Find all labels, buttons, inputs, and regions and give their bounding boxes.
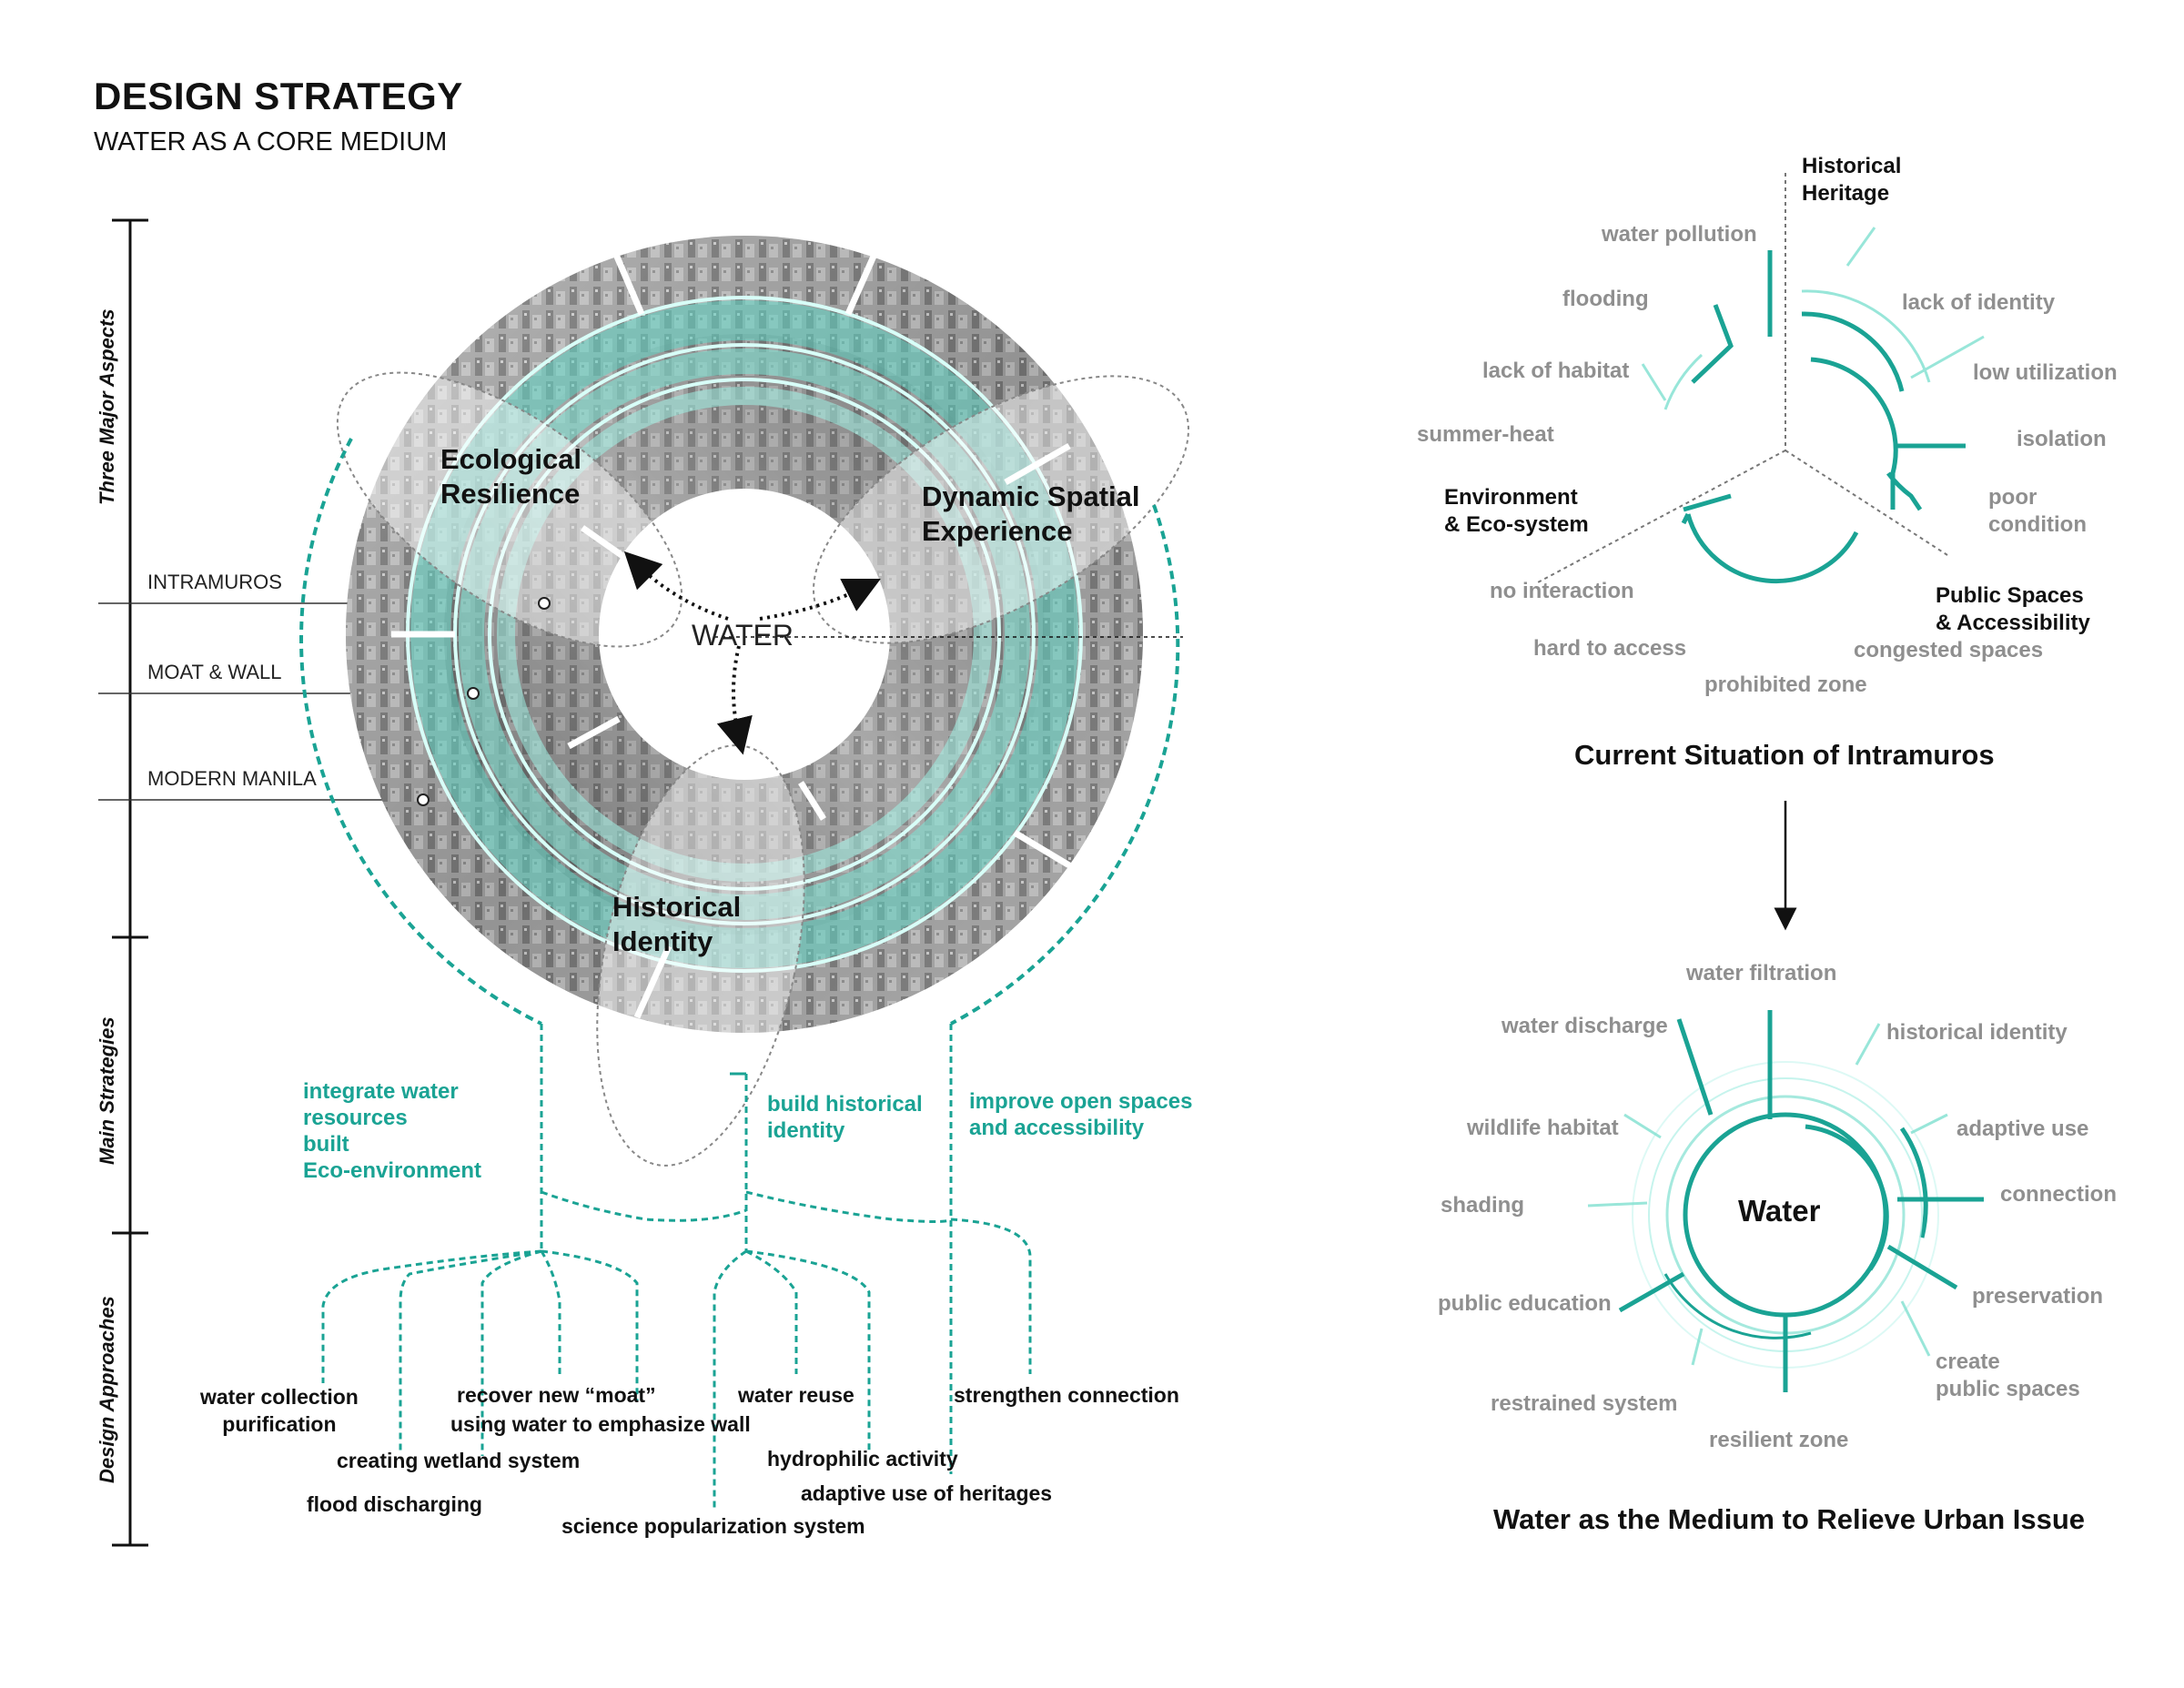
vertical-scale bbox=[112, 218, 148, 1547]
strategy-improve-open: improve open spaces and accessibility bbox=[969, 1089, 1193, 1140]
issue-lack-identity: lack of identity bbox=[1902, 290, 2056, 315]
layer-markers bbox=[417, 597, 551, 806]
medium-filtration: water filtration bbox=[1686, 961, 1837, 986]
axis-historical-heritage: Historical Heritage bbox=[1802, 154, 1902, 206]
approach-wetland: creating wetland system bbox=[337, 1449, 581, 1472]
approach-strengthen: strengthen connection bbox=[954, 1383, 1179, 1407]
page-title: DESIGN STRATEGY bbox=[94, 75, 463, 117]
aspect-historical-identity: Historical Identity bbox=[612, 891, 742, 957]
issue-water-pollution: water pollution bbox=[1602, 222, 1757, 247]
axis-public-spaces: Public Spaces & Accessibility bbox=[1936, 583, 2090, 635]
strategy-arcs bbox=[299, 438, 1180, 1026]
issue-flooding: flooding bbox=[1562, 287, 1649, 311]
axis-environment: Environment & Eco-system bbox=[1444, 485, 1589, 537]
issue-prohibited: prohibited zone bbox=[1704, 672, 1867, 697]
approach-water-collection: water collection purification bbox=[200, 1385, 359, 1436]
approach-using-water: using water to emphasize wall bbox=[450, 1412, 751, 1436]
photo-ring bbox=[346, 236, 1143, 1033]
medium-connection: connection bbox=[2000, 1182, 2118, 1207]
issue-no-interaction: no interaction bbox=[1490, 579, 1634, 603]
issue-lack-habitat: lack of habitat bbox=[1482, 359, 1630, 383]
medium-wildlife: wildlife habitat bbox=[1467, 1116, 1619, 1140]
layer-moat-wall: MOAT & WALL bbox=[147, 661, 282, 683]
layer-intramuros: INTRAMUROS bbox=[147, 571, 282, 593]
medium-public-education: public education bbox=[1438, 1291, 1612, 1316]
medium-preservation: preservation bbox=[1972, 1284, 2104, 1309]
strategy-integrate-water: integrate water resources built Eco-envi… bbox=[303, 1079, 482, 1183]
axis-three-major-aspects: Three Major Aspects bbox=[96, 308, 118, 505]
medium-resilient: resilient zone bbox=[1709, 1428, 1849, 1452]
issue-low-utilization: low utilization bbox=[1973, 360, 2118, 385]
approach-recover-moat: recover new “moat” bbox=[457, 1383, 656, 1407]
aspect-petals bbox=[336, 371, 1189, 1167]
approach-adaptive-heritage: adaptive use of heritages bbox=[801, 1481, 1053, 1505]
axis-design-approaches: Design Approaches bbox=[96, 1296, 118, 1483]
medium-historical-identity: historical identity bbox=[1886, 1020, 2068, 1045]
medium-restrained: restrained system bbox=[1491, 1391, 1678, 1416]
core-arrows bbox=[623, 551, 881, 755]
issue-poor-condition: poor condition bbox=[1988, 485, 2087, 537]
medium-discharge: water discharge bbox=[1502, 1014, 1668, 1038]
water-center-label: Water bbox=[1738, 1194, 1821, 1228]
water-medium-graphic bbox=[1587, 1010, 1984, 1392]
medium-adaptive: adaptive use bbox=[1956, 1117, 2089, 1141]
issue-isolation: isolation bbox=[2017, 427, 2107, 451]
axis-main-strategies: Main Strategies bbox=[96, 1016, 118, 1165]
medium-create-public: create public spaces bbox=[1936, 1349, 2080, 1401]
core-water-label: WATER bbox=[692, 619, 794, 652]
page-subtitle: WATER AS A CORE MEDIUM bbox=[94, 127, 448, 157]
approach-flood: flood discharging bbox=[307, 1492, 482, 1516]
issue-hard-access: hard to access bbox=[1533, 636, 1687, 661]
approach-water-reuse: water reuse bbox=[738, 1383, 854, 1407]
caption-current-situation: Current Situation of Intramuros bbox=[1574, 739, 1995, 771]
approach-science: science popularization system bbox=[561, 1514, 865, 1538]
strategy-build-historical: build historical identity bbox=[767, 1092, 923, 1143]
aspect-dynamic-spatial: Dynamic Spatial Experience bbox=[922, 480, 1140, 547]
approach-hydrophilic: hydrophilic activity bbox=[767, 1447, 958, 1471]
issue-summer-heat: summer-heat bbox=[1417, 422, 1554, 447]
layer-modern-manila: MODERN MANILA bbox=[147, 767, 317, 790]
medium-shading: shading bbox=[1441, 1193, 1525, 1218]
caption-water-medium: Water as the Medium to Relieve Urban Iss… bbox=[1493, 1503, 2086, 1535]
aspect-ecological-resilience: Ecological Resilience bbox=[440, 443, 582, 510]
strategy-tree bbox=[321, 1024, 1032, 1511]
current-situation-graphic bbox=[1537, 173, 1985, 931]
issue-congested: congested spaces bbox=[1854, 638, 2044, 662]
